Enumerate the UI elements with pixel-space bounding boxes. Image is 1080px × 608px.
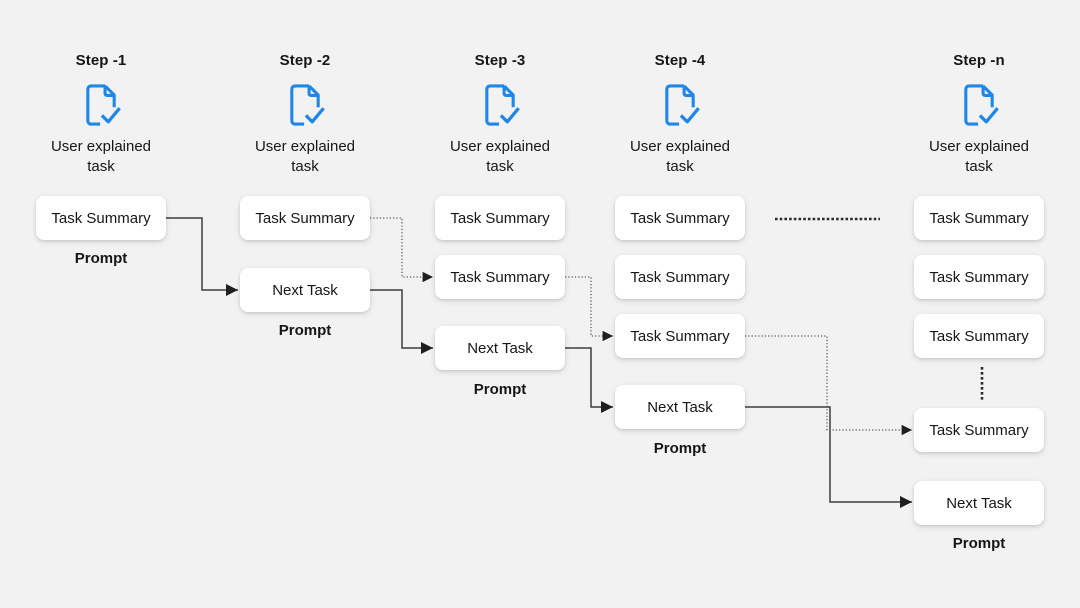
task-summary-node: Task Summary — [240, 196, 370, 240]
step-1-prompt-label: Prompt — [74, 250, 128, 267]
dotted-arrow-step3-summary-to-step4-summary — [565, 276, 613, 342]
task-summary-node: Task Summary — [36, 196, 166, 240]
step-2-label: Step -2 — [279, 52, 331, 69]
step-4-label: Step -4 — [654, 52, 706, 69]
task-summary-node: Task Summary — [914, 196, 1044, 240]
step-4-caption: User explained task — [629, 138, 731, 175]
task-summary-node: Task Summary — [914, 255, 1044, 299]
document-check-icon — [485, 84, 520, 126]
task-summary-node: Task Summary — [615, 196, 745, 240]
dotted-arrow-step4-summary-to-stepn-summary — [745, 335, 912, 436]
arrow-step2-next-to-step3-next — [370, 289, 433, 354]
task-summary-node: Task Summary — [615, 255, 745, 299]
step-1-label: Step -1 — [75, 52, 127, 69]
step-3-caption: User explained task — [449, 138, 551, 175]
document-check-icon — [964, 84, 999, 126]
next-task-node: Next Task — [435, 326, 565, 370]
arrow-step1-summary-to-step2-next — [166, 217, 238, 296]
step-n-prompt-label: Prompt — [952, 535, 1006, 552]
next-task-node: Next Task — [914, 481, 1044, 525]
step-n-caption: User explained task — [928, 138, 1030, 175]
document-check-icon — [290, 84, 325, 126]
task-summary-node: Task Summary — [914, 314, 1044, 358]
step-1-caption: User explained task — [50, 138, 152, 175]
dotted-arrow-step2-summary-to-step3-summary — [370, 217, 433, 283]
next-task-node: Next Task — [240, 268, 370, 312]
step-2-prompt-label: Prompt — [278, 322, 332, 339]
document-check-icon — [86, 84, 121, 126]
task-summary-node: Task Summary — [615, 314, 745, 358]
task-summary-node: Task Summary — [914, 408, 1044, 452]
step-4-prompt-label: Prompt — [653, 440, 707, 457]
step-3-prompt-label: Prompt — [473, 381, 527, 398]
next-task-node: Next Task — [615, 385, 745, 429]
step-n-label: Step -n — [953, 52, 1005, 69]
step-3-label: Step -3 — [474, 52, 526, 69]
document-check-icon — [665, 84, 700, 126]
step-2-caption: User explained task — [254, 138, 356, 175]
task-summary-node: Task Summary — [435, 196, 565, 240]
task-summary-node: Task Summary — [435, 255, 565, 299]
arrow-step3-next-to-step4-next — [565, 347, 613, 413]
arrow-step4-next-to-stepn-next — [745, 406, 912, 508]
